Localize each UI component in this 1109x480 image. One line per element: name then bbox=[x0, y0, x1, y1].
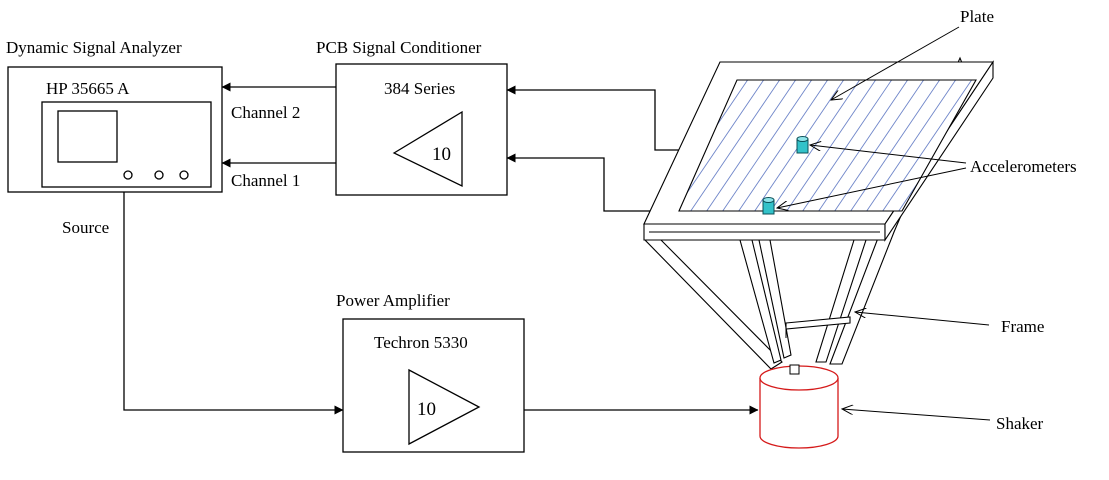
plate-hatch-line bbox=[687, 80, 784, 211]
plate-hatch-line bbox=[992, 75, 1087, 215]
accelerometer-upper bbox=[796, 136, 809, 154]
accelerometer-lower bbox=[762, 197, 775, 215]
accelerometer-lower-top bbox=[762, 197, 775, 203]
plate-hatch-line bbox=[831, 80, 928, 211]
analyzer-caption: Dynamic Signal Analyzer bbox=[6, 38, 182, 57]
accelerometer-upper-top bbox=[796, 136, 809, 142]
conditioner-caption: PCB Signal Conditioner bbox=[316, 38, 482, 57]
callouts: Plate Accelerometers Frame Shaker bbox=[777, 7, 1077, 433]
conditioner-box bbox=[335, 63, 508, 196]
plate-hatch-line bbox=[1040, 75, 1109, 215]
shaker-body bbox=[759, 378, 839, 449]
analyzer-model: HP 35665 A bbox=[46, 79, 130, 98]
plate-pointer bbox=[831, 26, 960, 100]
channel-2-label: Channel 2 bbox=[231, 103, 300, 122]
shaker-pointer bbox=[842, 409, 991, 421]
plate-outline bbox=[678, 79, 977, 212]
plate-label: Plate bbox=[960, 7, 994, 26]
amplifier-caption: Power Amplifier bbox=[336, 291, 450, 310]
plate-hatch-line bbox=[719, 80, 816, 211]
source-wire bbox=[123, 192, 344, 415]
frame-pointer bbox=[855, 312, 990, 326]
amplifier-gain: 10 bbox=[417, 399, 436, 420]
plate-hatch-line bbox=[783, 80, 880, 211]
plate-hatch-line bbox=[1104, 75, 1109, 215]
conditioner-model: 384 Series bbox=[384, 79, 455, 98]
test-rig bbox=[643, 56, 1109, 449]
plate-hatch-line bbox=[703, 80, 800, 211]
frame-cross-brace bbox=[785, 316, 851, 330]
amplifier-model: Techron 5330 bbox=[374, 333, 468, 352]
channel-1-label: Channel 1 bbox=[231, 171, 300, 190]
accelerometer-upper-pointer bbox=[810, 145, 967, 164]
analyzer-knob-1 bbox=[123, 170, 133, 180]
plate-hatch-line bbox=[847, 80, 944, 211]
pcb-signal-conditioner: PCB Signal Conditioner 384 Series 10 bbox=[316, 38, 508, 196]
source-label: Source bbox=[62, 218, 109, 237]
accelerometer-lower-pointer bbox=[777, 167, 967, 208]
analyzer-knob-2 bbox=[154, 170, 164, 180]
accelerometers-label: Accelerometers bbox=[970, 157, 1077, 176]
conditioner-gain: 10 bbox=[432, 144, 451, 165]
analyzer-screen bbox=[57, 110, 118, 163]
power-amplifier: Power Amplifier Techron 5330 10 bbox=[336, 291, 525, 453]
plate-hatch-line bbox=[863, 80, 960, 211]
frame-label: Frame bbox=[1001, 317, 1044, 336]
plate-hatch-line bbox=[1056, 75, 1109, 215]
plate-hatch-line bbox=[1008, 75, 1103, 215]
conditioner-amplifier-triangle bbox=[392, 110, 463, 188]
plate-hatch-line bbox=[815, 80, 912, 211]
shaker-armature bbox=[789, 364, 800, 375]
plate-hatch-line bbox=[1088, 75, 1109, 215]
plate-hatch-line bbox=[1024, 75, 1109, 215]
shaker bbox=[759, 364, 839, 449]
dynamic-signal-analyzer: Dynamic Signal Analyzer HP 35665 A bbox=[6, 38, 223, 193]
plate-hatch-line bbox=[1072, 75, 1109, 215]
plate-hatch-line bbox=[879, 80, 976, 211]
amplifier-triangle bbox=[408, 368, 481, 446]
plate-hatch-line bbox=[975, 80, 976, 211]
frame-side-face bbox=[884, 60, 994, 242]
plate-hatch-line bbox=[735, 80, 832, 211]
analyzer-knob-3 bbox=[179, 170, 189, 180]
shaker-label: Shaker bbox=[996, 414, 1044, 433]
plate-hatch-line bbox=[799, 80, 896, 211]
